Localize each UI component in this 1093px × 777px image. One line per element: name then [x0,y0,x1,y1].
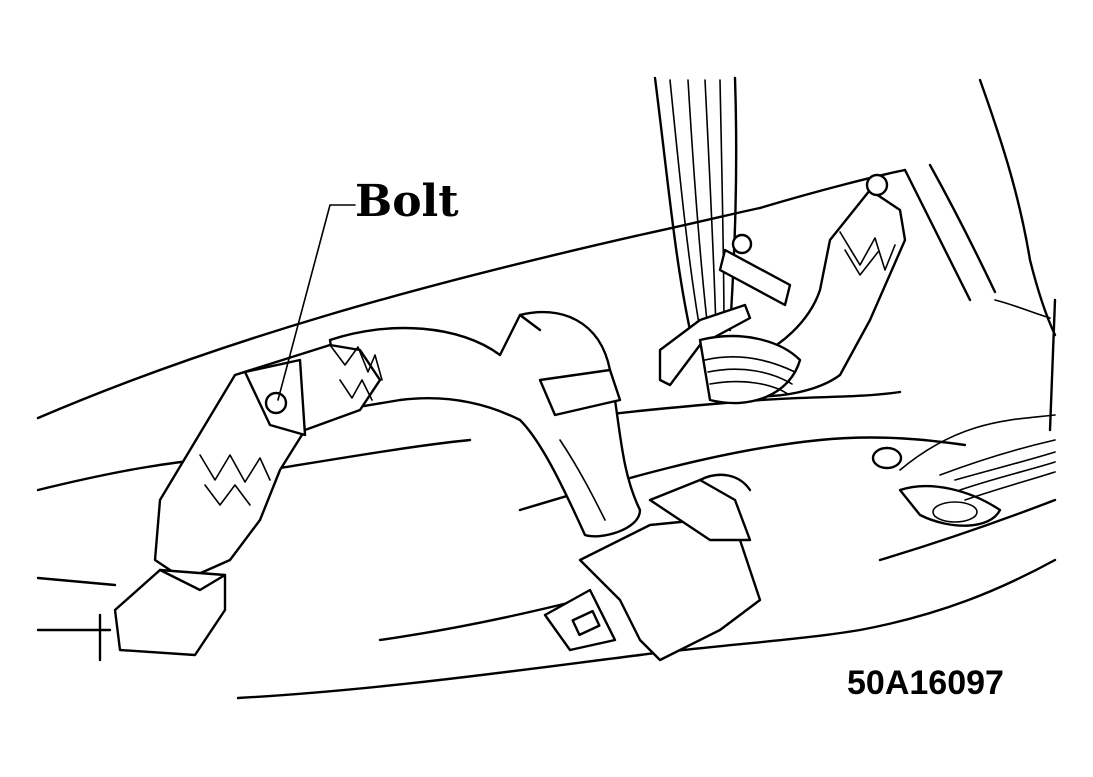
door-sill-trim [758,78,1057,432]
latch-plate [543,473,762,662]
belt-guide-bracket [658,233,802,405]
wiring-harness [871,414,1056,527]
seat-belt-buckle-left [153,343,383,582]
lap-belt-webbing [328,310,642,538]
bolt-leader-line [277,204,356,401]
bolt-callout-label: Bolt [355,176,459,227]
buckle-housing [36,568,227,662]
figure-code: 50A16097 [847,664,1004,702]
shoulder-belt-webbing [653,76,738,332]
